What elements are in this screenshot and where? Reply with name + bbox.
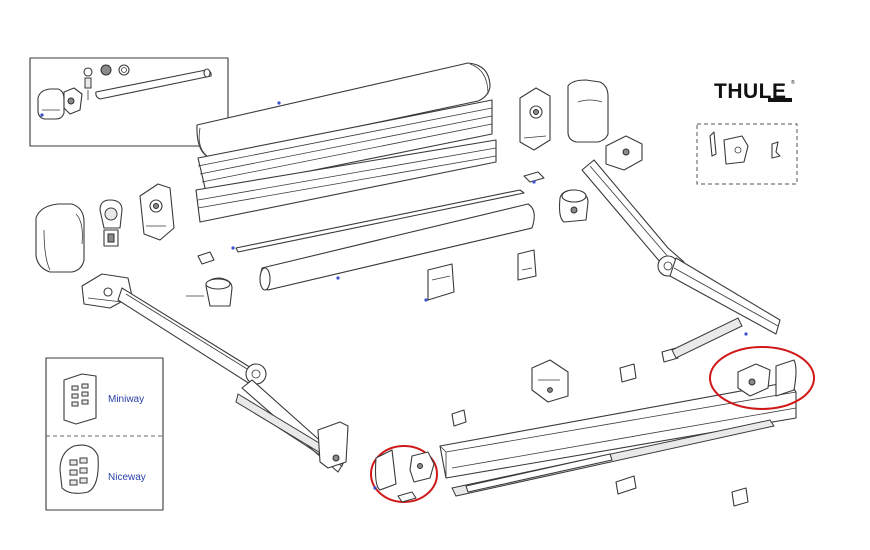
left-drive-bracket <box>139 183 175 241</box>
left-end-cap <box>35 203 85 273</box>
left-arm-lower <box>235 379 345 473</box>
center-clip-b <box>619 363 637 383</box>
center-clip <box>523 171 545 183</box>
roller-tube-inset <box>29 57 229 147</box>
niceway-remote <box>59 444 99 494</box>
cassette-top-profile <box>196 62 491 159</box>
miniway-remote <box>63 373 97 425</box>
left-arm-elbow <box>245 363 267 385</box>
front-rail-lower <box>451 419 775 497</box>
left-callout-group <box>370 445 438 503</box>
cassette-lower-profile <box>195 99 497 223</box>
brand-name-text: THULE <box>714 80 787 103</box>
small-block-right <box>731 487 749 507</box>
small-clip-left <box>197 251 215 265</box>
front-lead-rail <box>439 381 797 479</box>
miniway-label: Miniway <box>108 394 144 405</box>
left-corner-cap-part <box>374 449 397 491</box>
left-foot-part <box>397 491 417 503</box>
niceway-label: Niceway <box>108 472 146 483</box>
small-parts-inset <box>696 123 798 185</box>
remote-controls-box: Miniway Niceway <box>45 357 164 511</box>
right-callout-group <box>709 346 815 410</box>
small-block-left <box>451 409 467 427</box>
right-drive-bracket <box>519 87 551 151</box>
right-end-cap <box>567 79 609 143</box>
left-gear-housing <box>99 199 123 247</box>
right-arm-lower <box>669 257 781 335</box>
right-arm-mount <box>605 135 643 171</box>
center-support-bracket <box>531 359 569 403</box>
small-block-mid <box>615 475 637 495</box>
lead-rail-fabric-tube <box>259 203 535 291</box>
center-bracket-a <box>427 263 455 301</box>
left-arm-end-fitting <box>317 421 349 469</box>
brand-registered-mark: ® <box>791 79 795 86</box>
right-callout-circle <box>709 346 815 410</box>
right-drum-bracket <box>558 189 589 223</box>
fabric-strip <box>235 189 525 253</box>
brand-underbar <box>768 98 792 102</box>
motor-drum <box>186 277 233 307</box>
brand-logo: THULE ® <box>714 79 795 103</box>
right-arm-rod <box>671 317 743 359</box>
right-corner-cap-part <box>775 359 797 397</box>
center-bracket-b <box>517 249 537 281</box>
